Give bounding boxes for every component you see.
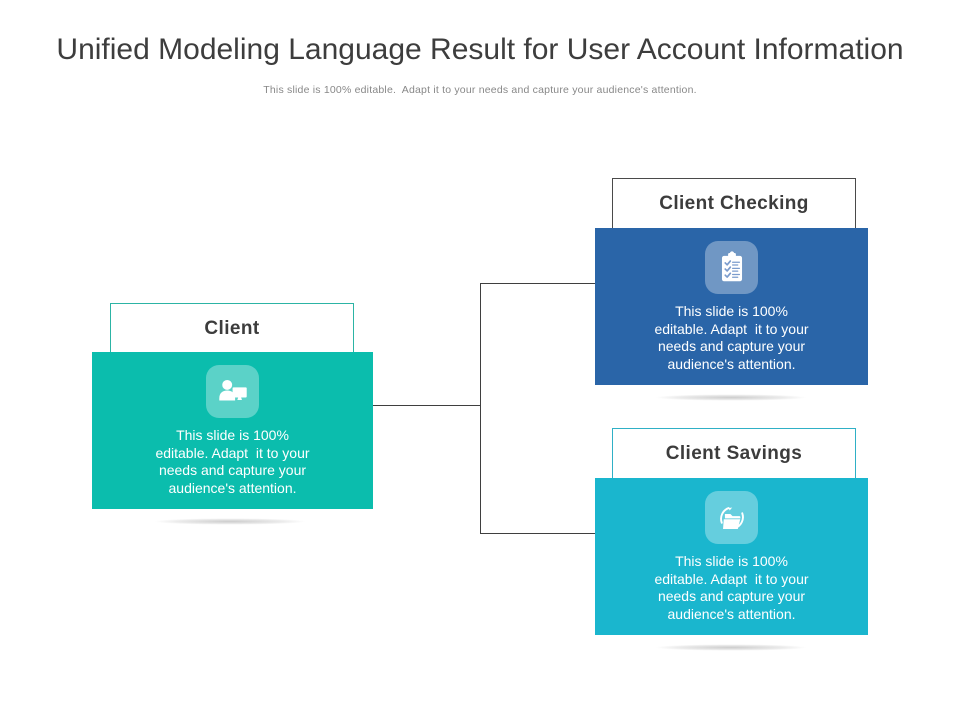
card-text-line: needs and capture your [657, 588, 806, 604]
page-subtitle: This slide is 100% editable. Adapt it to… [263, 84, 697, 96]
client-header-label: Client [204, 318, 260, 339]
connector-trunk-to-checking [480, 283, 595, 284]
card-text-line: editable. Adapt it to your [155, 444, 310, 461]
page-title: Unified Modeling Language Result for Use… [56, 33, 904, 66]
card-text-line: editable. Adapt it to your [654, 570, 809, 587]
client-card-shadow [125, 517, 335, 526]
card-text-line: This slide is 100% [675, 303, 788, 319]
clipboard-checklist-icon [705, 241, 758, 294]
client-card: This slide is 100% editable. Adapt it to… [92, 352, 373, 509]
card-text-line: needs and capture your [158, 462, 307, 478]
card-text-line: audience's attention. [667, 355, 796, 372]
connector-trunk-vertical [480, 283, 481, 534]
folder-sync-icon [705, 491, 758, 544]
connector-client-to-trunk [373, 405, 480, 406]
client-savings-card-text: This slide is 100% editable. Adapt it to… [595, 553, 868, 623]
card-text-line: audience's attention. [667, 605, 796, 622]
client-checking-header-label: Client Checking [659, 193, 809, 214]
client-checking-card: This slide is 100% editable. Adapt it to… [595, 228, 868, 385]
card-text-line: This slide is 100% [675, 553, 788, 569]
client-checking-card-shadow [626, 393, 836, 402]
client-savings-card-shadow [626, 643, 836, 652]
client-savings-card: This slide is 100% editable. Adapt it to… [595, 478, 868, 635]
user-monitor-icon [206, 365, 259, 418]
card-text-line: This slide is 100% [176, 427, 289, 443]
card-text-line: needs and capture your [657, 338, 806, 354]
card-text-line: audience's attention. [168, 479, 297, 496]
card-text-line: editable. Adapt it to your [654, 320, 809, 337]
connector-trunk-to-savings [480, 533, 595, 534]
client-checking-card-text: This slide is 100% editable. Adapt it to… [595, 303, 868, 373]
client-savings-header-label: Client Savings [665, 443, 803, 464]
client-card-text: This slide is 100% editable. Adapt it to… [92, 427, 373, 497]
